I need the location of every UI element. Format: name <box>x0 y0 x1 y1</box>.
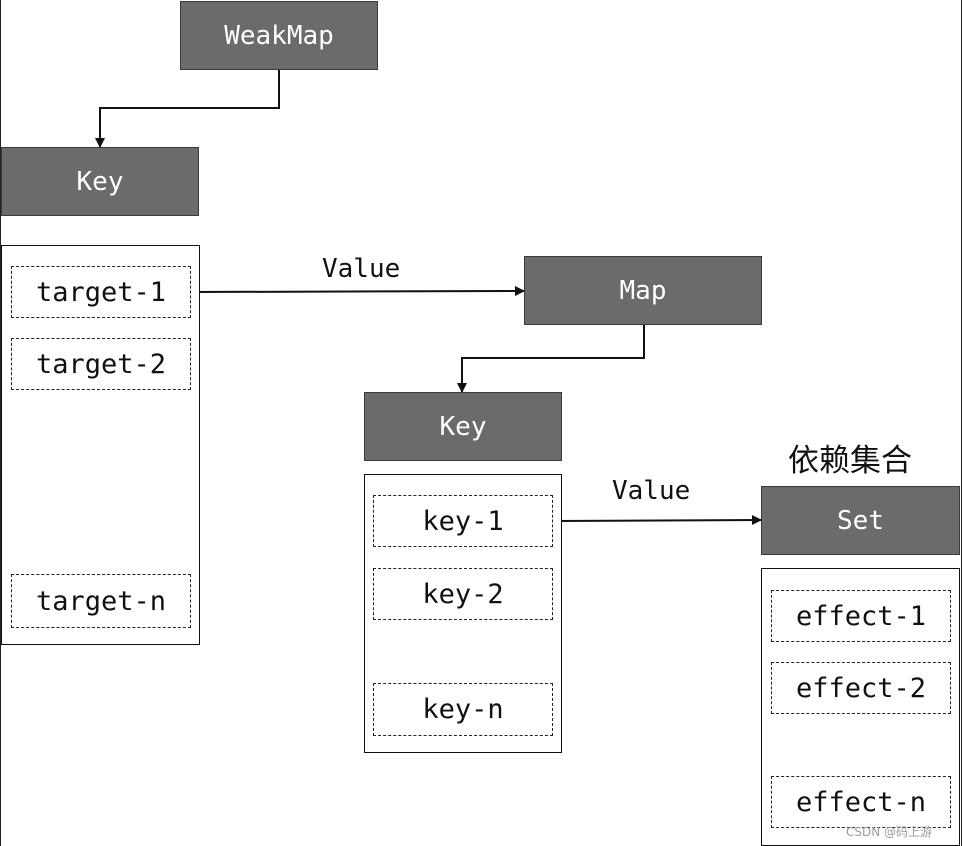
target-1-item: target-1 <box>11 266 191 318</box>
target-n-label: target-n <box>35 585 167 617</box>
key-2-item: key-2 <box>373 568 553 620</box>
key-1-to-set-arrow <box>553 515 762 526</box>
effect-2-item: effect-2 <box>771 662 951 714</box>
target-n-item: target-n <box>11 574 191 628</box>
right-border-line <box>961 0 962 846</box>
map-value-label: Value <box>612 476 691 506</box>
key-1-item: key-1 <box>373 495 553 547</box>
target-2-item: target-2 <box>11 338 191 390</box>
key-n-label: key-n <box>422 694 504 725</box>
dependency-set-caption: 依赖集合 <box>788 443 912 479</box>
map-title: Map <box>619 275 667 306</box>
effect-n-item: effect-n <box>771 776 951 828</box>
effect-n-label: effect-n <box>795 786 927 818</box>
set-box: Set <box>761 486 960 555</box>
key-2-label: key-2 <box>422 578 504 610</box>
target-1-label: target-1 <box>35 276 167 308</box>
effect-1-label: effect-1 <box>795 600 927 632</box>
weakmap-value-label: Value <box>322 254 401 284</box>
weakmap-key-label: Key <box>76 166 124 197</box>
effect-2-label: effect-2 <box>795 672 927 704</box>
map-to-key-arrow <box>457 325 645 393</box>
key-1-label: key-1 <box>422 505 504 537</box>
left-border-line <box>0 0 1 846</box>
weakmap-title: WeakMap <box>224 20 334 51</box>
set-title: Set <box>837 505 884 536</box>
weakmap-key-header: Key <box>1 147 199 216</box>
map-key-header: Key <box>364 392 562 461</box>
effect-1-item: effect-1 <box>771 590 951 642</box>
watermark-text: CSDN @码上游 <box>846 825 933 839</box>
target-2-label: target-2 <box>35 348 167 380</box>
target-1-to-map-arrow <box>191 286 525 297</box>
weakmap-box: WeakMap <box>180 1 378 70</box>
map-box: Map <box>524 256 762 325</box>
key-n-item: key-n <box>373 683 553 736</box>
weakmap-to-key-arrow <box>95 70 280 148</box>
map-key-label: Key <box>439 411 487 442</box>
